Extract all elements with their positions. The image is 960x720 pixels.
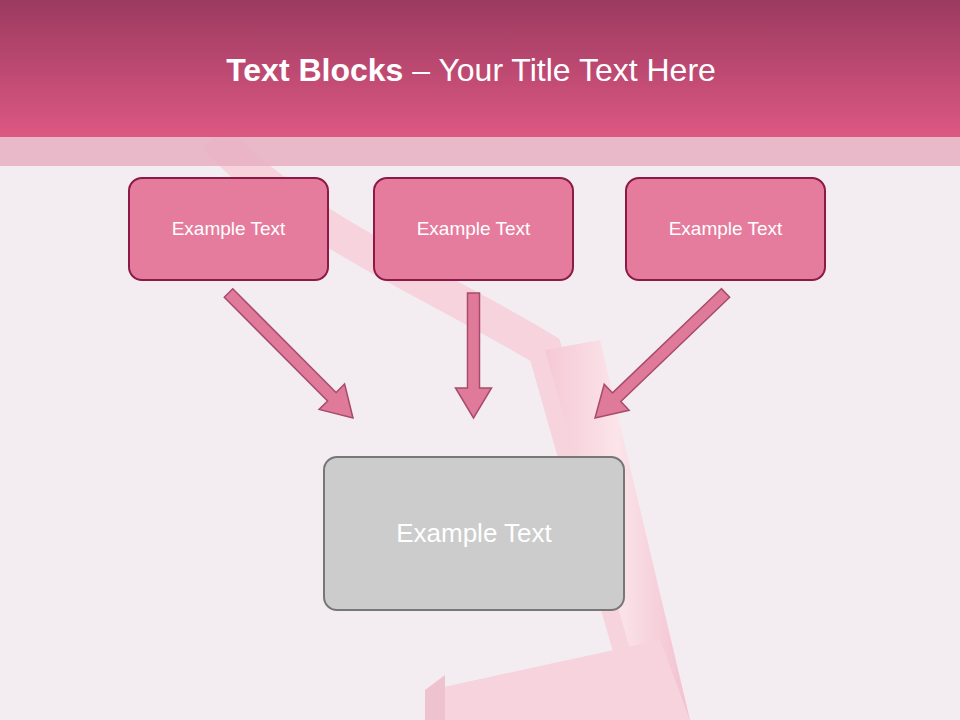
block-arrow [224, 289, 353, 418]
input-box: Example Text [373, 177, 574, 281]
header-band [0, 137, 960, 166]
block-arrow [456, 293, 492, 418]
input-box: Example Text [625, 177, 826, 281]
ribbon-block [430, 640, 690, 720]
result-box: Example Text [323, 456, 625, 611]
input-box: Example Text [128, 177, 329, 281]
box-label: Example Text [172, 218, 286, 240]
box-label: Example Text [396, 518, 552, 549]
ribbon-block-side [425, 675, 445, 720]
block-arrow [595, 289, 730, 418]
box-label: Example Text [669, 218, 783, 240]
header-bar [0, 0, 960, 137]
slide-title: Text Blocks – Your Title Text Here [0, 52, 942, 89]
box-label: Example Text [417, 218, 531, 240]
